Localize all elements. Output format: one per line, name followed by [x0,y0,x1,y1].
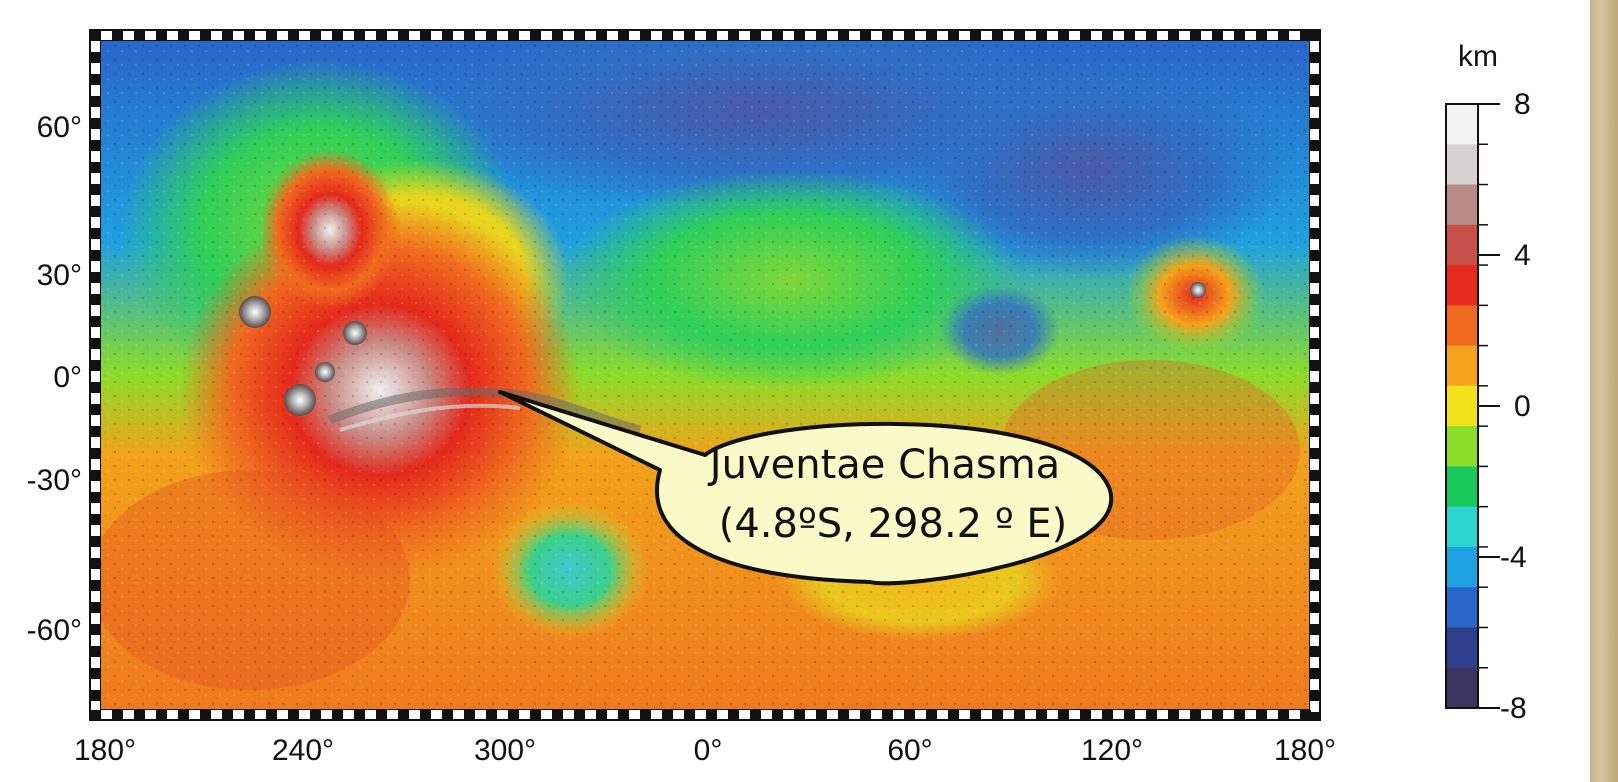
lat-tick-label: -60° [27,614,82,647]
colorbar-tick-label: -4 [1500,541,1527,574]
lon-tick-label: 0° [694,734,723,767]
colorbar-segment [1446,546,1478,588]
colorbar-tick-label: 4 [1514,239,1531,272]
lon-tick-label: 300° [474,734,536,767]
callout-coordinates: (4.8ºS, 298.2 º E) [719,501,1068,547]
callout: Juventae Chasma (4.8ºS, 298.2 º E) [498,390,1114,586]
colorbar-segment [1446,144,1478,186]
map-frame [89,29,1321,721]
colorbar-tick-label: -8 [1500,692,1527,725]
colorbar-segment [1446,345,1478,387]
callout-title: Juventae Chasma [707,442,1060,488]
colorbar-ticks [1478,103,1500,709]
colorbar-unit: km [1458,40,1498,73]
lat-tick-label: 0° [53,361,82,394]
colorbar-segment [1446,104,1478,145]
colorbar-segment [1446,506,1478,548]
latitude-axis: 60° 30° 0° -30° -60° [27,111,82,647]
colorbar-segments [1446,104,1488,709]
background-strip [1590,0,1618,782]
callout-bubble [498,390,1114,586]
map-raster [100,40,1310,710]
lat-tick-label: 30° [37,259,82,292]
colorbar: km 8 4 0 -4 -8 [1445,40,1531,725]
lon-tick-label: 180° [1274,734,1336,767]
colorbar-segment [1446,667,1478,709]
lon-tick-label: 120° [1081,734,1143,767]
lat-tick-label: 60° [37,111,82,144]
longitude-axis: 180° 240° 300° 0° 60° 120° 180° [74,734,1336,767]
colorbar-tick-label: 0 [1514,390,1531,423]
colorbar-segment [1446,184,1478,226]
colorbar-segment [1446,224,1478,266]
colorbar-tick-label: 8 [1514,88,1531,121]
lat-tick-label: -30° [27,464,82,497]
colorbar-segment [1446,426,1478,467]
colorbar-segment [1446,305,1478,347]
lon-tick-label: 240° [272,734,334,767]
colorbar-segment [1446,385,1478,427]
colorbar-segment [1446,466,1478,508]
colorbar-segment [1446,587,1478,628]
lon-tick-label: 60° [887,734,932,767]
colorbar-segment [1446,627,1478,669]
lon-tick-label: 180° [74,734,136,767]
colorbar-segment [1446,265,1478,306]
